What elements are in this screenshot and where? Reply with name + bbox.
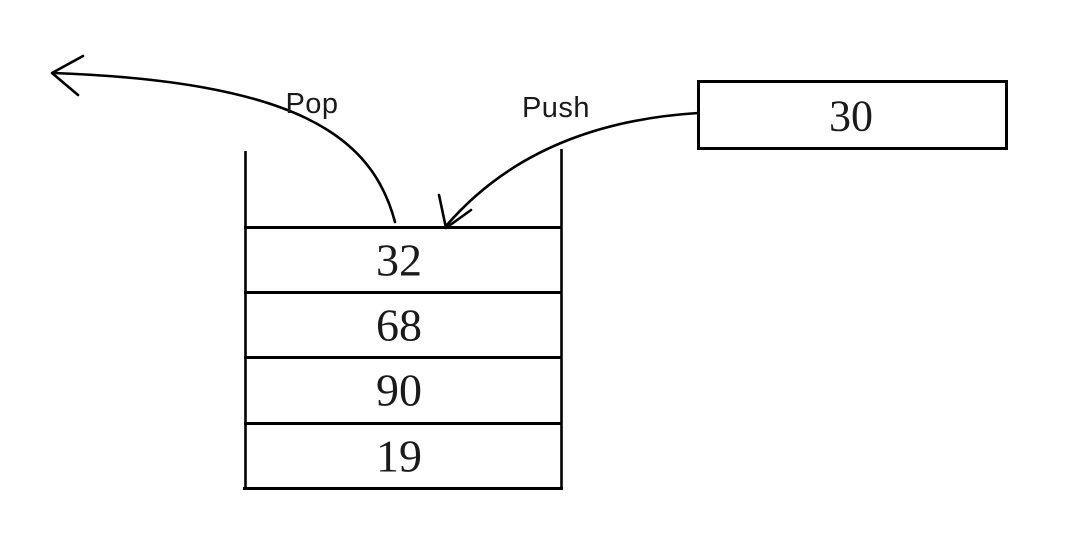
push-value-box-rect — [697, 80, 1008, 150]
push-value: 30 — [829, 92, 873, 141]
pop-label: Pop — [285, 88, 338, 120]
push-label: Push — [522, 92, 590, 124]
push-arrowhead-icon — [437, 193, 473, 230]
stack-cell-value-1: 68 — [376, 300, 422, 351]
pop-arrow-curve — [52, 71, 397, 224]
pop-arrow — [50, 54, 397, 224]
push-arrow — [437, 111, 700, 230]
pop-arrowhead-icon — [50, 54, 85, 97]
stack-cell-value-2: 90 — [376, 365, 422, 416]
stack-cell-value-0: 32 — [376, 235, 422, 286]
push-arrow-curve — [444, 111, 700, 228]
push-value-box: 30 — [697, 80, 1008, 150]
stack-cells: 32 68 90 19 — [376, 235, 422, 482]
stack-cell-value-3: 19 — [376, 431, 422, 482]
stack-container — [243, 149, 563, 490]
